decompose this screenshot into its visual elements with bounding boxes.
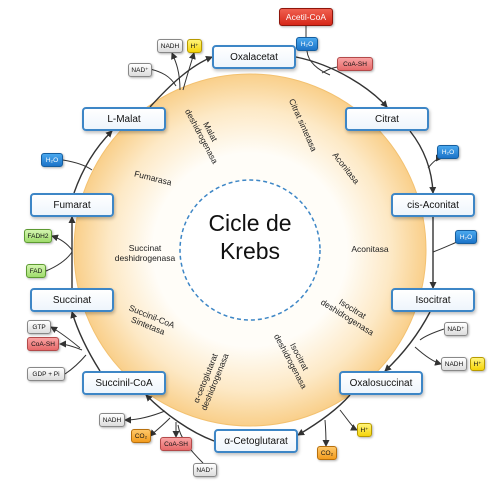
arrow-main-oxalosuccinat-aketoglut <box>297 394 351 436</box>
arrow-side-h-malat <box>182 52 196 91</box>
arrow-side-nad-isocitrat <box>419 328 445 341</box>
cofactor-fad: FAD <box>26 264 46 278</box>
arrow-main-oxalacetat-citrat <box>295 56 388 108</box>
cycle-center-circle <box>179 179 321 321</box>
cofactor-h2o-citrat-sintetasa: H₂O <box>296 37 318 51</box>
arrow-side-fadh2 <box>51 234 73 251</box>
arrow-main-citrat-cisaconitat <box>409 130 437 194</box>
cycle-title: Cicle de Krebs <box>185 209 315 265</box>
arrow-side-fad <box>45 251 73 272</box>
cofactor-co2-cetoglutarat: CO₂ <box>131 429 151 443</box>
enzyme-aconitasa-2: Aconitasa <box>351 244 389 254</box>
arrow-side-h2o-aconitasa-2 <box>432 241 458 253</box>
metabolite-isocitrat: Isocitrat <box>391 288 475 312</box>
cofactor-nadh-malat: NADH <box>157 39 183 53</box>
cofactor-acetil-coa: Acetil-CoA <box>279 8 333 26</box>
arrow-side-h2o-citrat <box>306 50 331 76</box>
arrow-main-isocitrat-oxalosuccinat <box>384 311 431 372</box>
cofactor-nad-plus-cetoglutarat: NAD⁺ <box>193 463 217 477</box>
arrow-side-nadh-cetoglutarat <box>124 410 166 424</box>
cofactor-h-plus-isocitrat: H⁺ <box>470 357 485 371</box>
arrow-side-h2o-aconitasa-1 <box>427 154 443 169</box>
cofactor-gtp: GTP <box>27 320 51 334</box>
arrow-side-h2o-fumarasa <box>62 159 93 171</box>
arrow-side-gtp <box>50 326 81 349</box>
enzyme-succinat-deshidrogenasa: Succinat deshidrogenasa <box>114 243 176 263</box>
arrow-main-fumarat-lmalat <box>73 130 113 194</box>
metabolite-oxalosuccinat: Oxalosuccinat <box>339 371 423 395</box>
cofactor-coa-sh-cetoglutarat: CoA-SH <box>160 437 192 451</box>
cofactor-h-plus-malat: H⁺ <box>187 39 202 53</box>
cofactor-h2o-fumarasa: H₂O <box>41 153 63 167</box>
cofactor-h2o-aconitasa-1: H₂O <box>437 145 459 159</box>
arrow-main-aketoglut-succinilcoa <box>145 394 215 442</box>
metabolite-oxalacetat: Oxalacetat <box>212 45 296 69</box>
metabolite-citrat: Citrat <box>345 107 429 131</box>
cofactor-co2-oxalosuccinat: CO₂ <box>317 446 337 460</box>
metabolite-a-cetoglutarat: α-Cetoglutarat <box>214 429 298 453</box>
cofactor-coa-sh-succinil: CoA-SH <box>27 337 59 351</box>
metabolite-succinat: Succinat <box>30 288 114 312</box>
cofactor-coa-sh-citrat: CoA-SH <box>337 57 373 71</box>
cofactor-h2o-aconitasa-2: H₂O <box>455 230 477 244</box>
arrow-side-co2-cetoglutarat <box>149 417 171 437</box>
cycle-title-line-1: Cicle de <box>208 210 292 236</box>
metabolite-l-malat: L-Malat <box>82 107 166 131</box>
cofactor-nad-plus-isocitrat: NAD⁺ <box>444 322 468 336</box>
cofactor-gdp-pi: GDP + Pi <box>27 367 65 381</box>
metabolite-fumarat: Fumarat <box>30 193 114 217</box>
arrow-main-lmalat-oxalacetat <box>149 56 213 108</box>
arrow-side-coa-sh-succinil <box>59 340 83 351</box>
arrow-side-nadh-malat <box>171 52 181 91</box>
arrow-side-nad-malat <box>149 68 177 87</box>
arrow-main-succinilcoa-succinat <box>70 311 101 372</box>
cofactor-h-plus-oxalosuccinat: H⁺ <box>357 423 372 437</box>
cofactor-nad-plus-malat: NAD⁺ <box>128 63 152 77</box>
reaction-arrows <box>45 26 458 464</box>
metabolite-cis-aconitat: cis-Aconitat <box>391 193 475 217</box>
arrow-side-co2-oxalosuccinat <box>322 419 330 447</box>
cofactor-nadh-isocitrat: NADH <box>441 357 467 371</box>
cycle-title-line-2: Krebs <box>219 238 281 264</box>
arrow-side-gdp <box>64 354 87 375</box>
arrow-side-nadh-isocitrat <box>414 346 442 366</box>
cofactor-fadh2: FADH2 <box>24 229 52 243</box>
arrow-side-h-oxalosuccinat <box>339 409 358 431</box>
cofactor-nadh-cetoglutarat: NADH <box>99 413 125 427</box>
metabolite-succinil-coa: Succinil-CoA <box>82 371 166 395</box>
